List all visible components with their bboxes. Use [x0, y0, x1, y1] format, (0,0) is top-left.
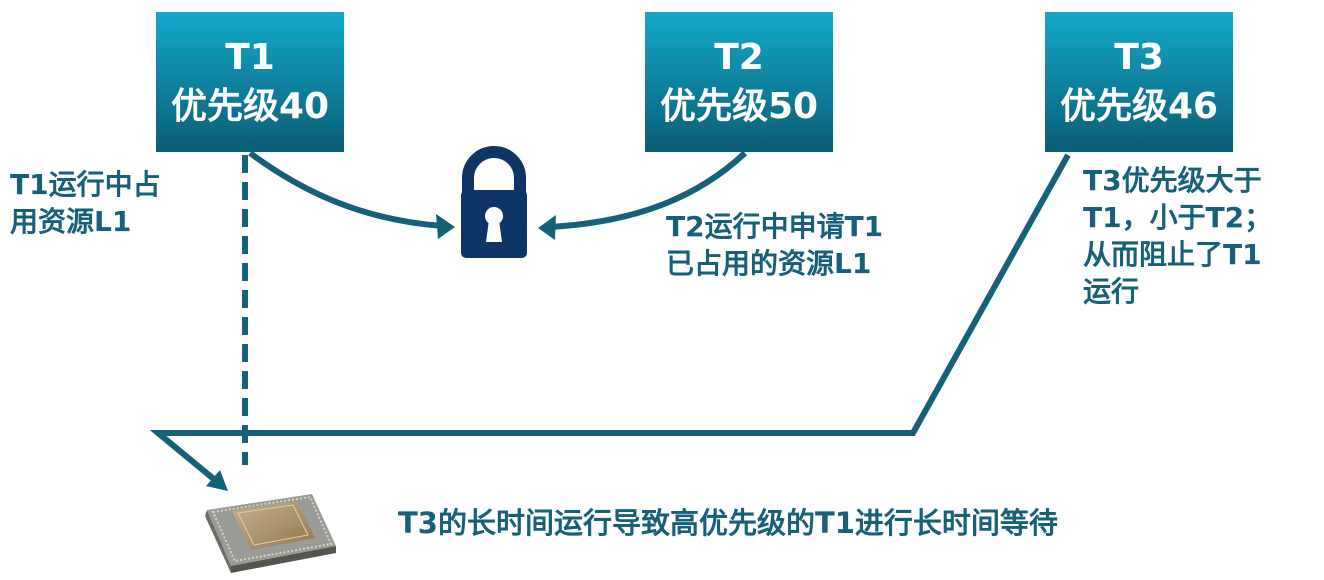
- diagram-caption: T3的长时间运行导致高优先级的T1进行长时间等待: [398, 506, 1058, 540]
- task-box-t2: T2 优先级50: [645, 12, 833, 152]
- note-t1-holds-resource: T1运行中占 用资源L1: [10, 168, 161, 238]
- task-priority: 优先级50: [659, 86, 819, 127]
- task-box-t1: T1 优先级40: [156, 12, 344, 152]
- task-name: T2: [714, 37, 764, 78]
- task-box-t3: T3 优先级46: [1045, 12, 1233, 152]
- note-t2-requests-resource: T2运行中申请T1 已占用的资源L1: [666, 210, 884, 280]
- lock-icon: [461, 146, 527, 258]
- t2-to-lock-arrow: [549, 150, 748, 230]
- cpu-chip-icon: [205, 494, 336, 573]
- t2-arrowhead: [538, 215, 556, 240]
- task-priority: 优先级40: [170, 86, 330, 127]
- note-t3-blocks-t1: T3优先级大于 T1，小于T2； 从而阻止了T1 运行: [1083, 164, 1273, 308]
- t3-execution-path: [149, 153, 1071, 483]
- task-priority: 优先级46: [1059, 86, 1219, 127]
- task-name: T3: [1114, 37, 1164, 78]
- task-name: T1: [225, 37, 275, 78]
- t1-arrowhead: [436, 214, 455, 239]
- t1-to-lock-arrow: [248, 150, 444, 229]
- t3-arrowhead: [206, 470, 228, 491]
